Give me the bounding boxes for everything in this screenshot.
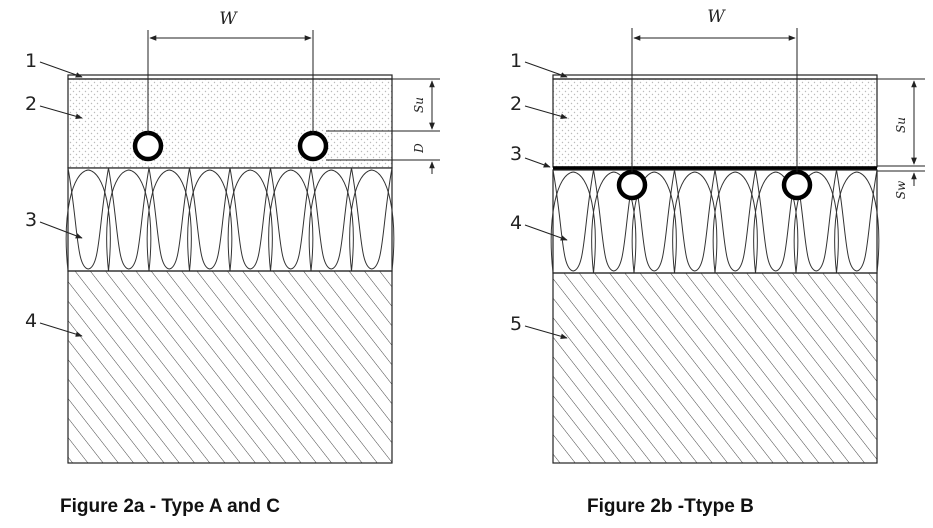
- label-4: 4: [25, 310, 37, 332]
- figure-2a: W Su D 1 2 3 4 Figure 2a - Type A and C: [25, 9, 440, 517]
- insulation-wave: [146, 169, 192, 272]
- insulation-wave: [349, 169, 395, 272]
- insulation-wave: [229, 167, 271, 270]
- label-2: 2: [25, 93, 37, 115]
- insulation-wave: [189, 167, 231, 270]
- insulation-wave: [270, 167, 312, 270]
- heating-pipe: [132, 130, 164, 162]
- screed-layer: [67, 78, 393, 169]
- structural-slab-layer: [67, 270, 393, 464]
- insulation-wave: [310, 167, 352, 270]
- dim-d-label: D: [412, 143, 426, 154]
- insulation-wave: [714, 169, 756, 272]
- heating-pipe: [781, 169, 813, 201]
- insulation-wave: [674, 169, 716, 272]
- label-1: 1: [25, 50, 37, 72]
- label-5: 5: [510, 313, 522, 335]
- insulation-wave: [712, 171, 758, 274]
- insulation-wave: [65, 169, 111, 272]
- insulation-wave: [227, 169, 273, 272]
- structural-slab-layer: [552, 272, 878, 464]
- insulation-wave: [351, 167, 393, 270]
- heating-pipe: [297, 130, 329, 162]
- caption-figure-2b: Figure 2b -Ttype B: [587, 496, 754, 517]
- label-3: 3: [510, 143, 522, 165]
- insulation-wave: [755, 169, 797, 272]
- dim-su-label: Su: [894, 117, 908, 133]
- screed-layer: [552, 78, 878, 168]
- dim-su-label: Su: [412, 97, 426, 113]
- insulation-wave: [836, 169, 878, 272]
- insulation-wave: [148, 167, 190, 270]
- insulation-layer: [65, 167, 395, 272]
- insulation-wave: [308, 169, 354, 272]
- label-4: 4: [510, 212, 522, 234]
- insulation-wave: [631, 171, 677, 274]
- insulation-wave: [268, 169, 314, 272]
- insulation-wave: [795, 169, 837, 272]
- insulation-wave: [593, 169, 635, 272]
- insulation-layer: [550, 169, 880, 274]
- label-2: 2: [510, 93, 522, 115]
- insulation-wave: [550, 171, 596, 274]
- insulation-wave: [106, 169, 152, 272]
- heating-pipe: [616, 169, 648, 201]
- insulation-wave: [67, 167, 109, 270]
- dim-w-label: W: [219, 9, 238, 29]
- caption-figure-2a: Figure 2a - Type A and C: [60, 496, 280, 517]
- pipe-spacing-dimension: [631, 28, 798, 172]
- insulation-wave: [753, 171, 799, 274]
- thickness-dimensions: [877, 78, 925, 186]
- insulation-wave: [108, 167, 150, 270]
- dim-w-label: W: [707, 7, 726, 27]
- insulation-wave: [633, 169, 675, 272]
- insulation-wave: [793, 171, 839, 274]
- label-1: 1: [510, 50, 522, 72]
- figure-2b: W Su Sw 1 2 3 4 5 Figure 2b -Ttype B: [510, 7, 925, 517]
- insulation-wave: [552, 169, 594, 272]
- pipe-spacing-dimension: [147, 30, 314, 133]
- label-3: 3: [25, 209, 37, 231]
- insulation-wave: [591, 171, 637, 274]
- insulation-wave: [187, 169, 233, 272]
- dim-sw-label: Sw: [894, 180, 908, 199]
- thickness-dimensions: [326, 78, 440, 174]
- insulation-wave: [834, 171, 880, 274]
- insulation-wave: [672, 171, 718, 274]
